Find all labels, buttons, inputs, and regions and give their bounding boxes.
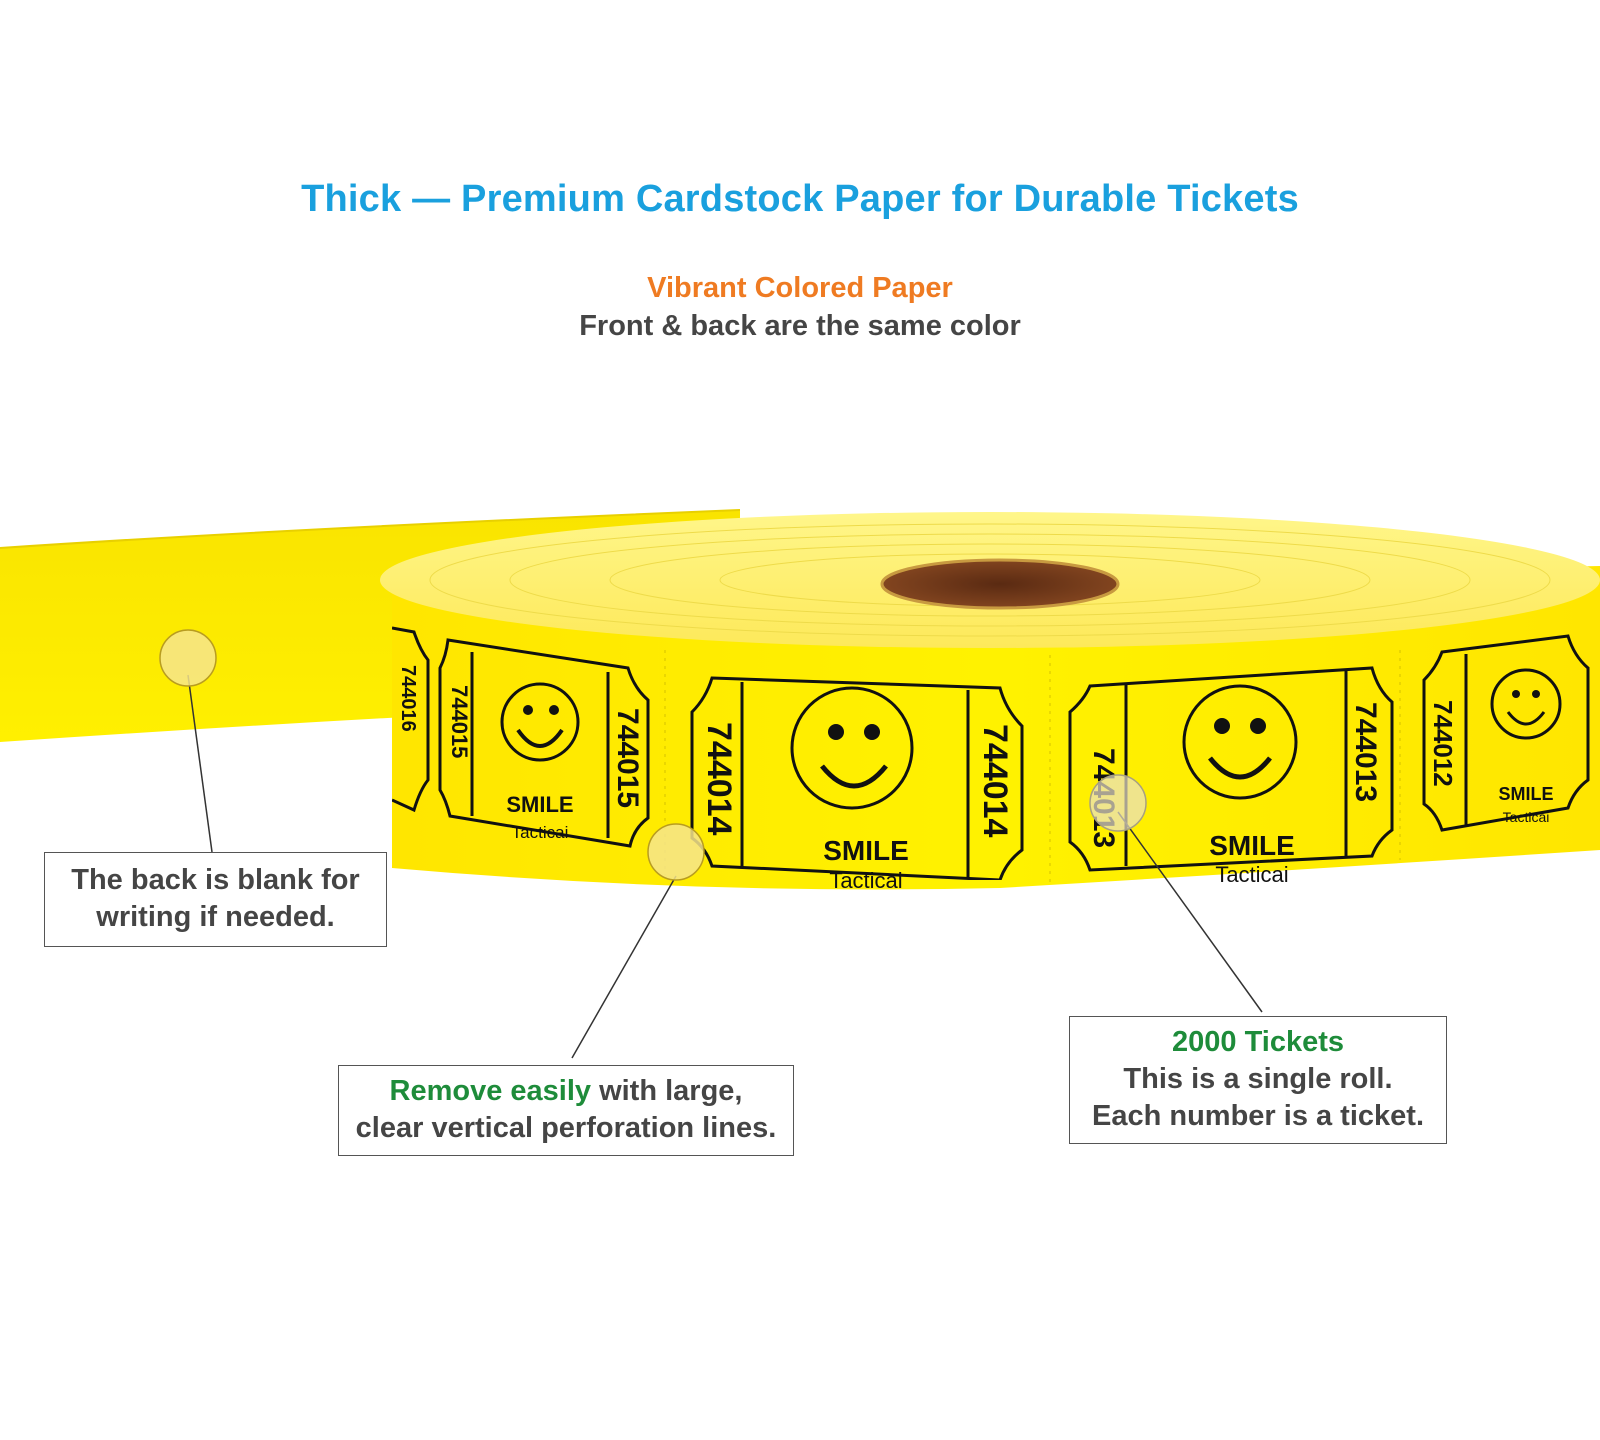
callout-highlight: 2000 Tickets <box>1172 1026 1344 1058</box>
roll-side <box>392 566 1600 890</box>
leader-line <box>571 875 677 1059</box>
callout-line: clear vertical perforation lines. <box>355 1112 777 1144</box>
subtitle-highlight: Vibrant Colored Paper <box>647 272 953 304</box>
callout-back-blank: The back is blank for writing if needed. <box>44 852 387 947</box>
page-title: Thick — Premium Cardstock Paper for Dura… <box>301 178 1299 220</box>
ticket-outline <box>1422 634 1590 832</box>
ticket-outline <box>1068 666 1394 872</box>
ticket-number: 744014 <box>700 722 738 836</box>
smile-label: SMILE <box>1209 830 1295 861</box>
marker-dot <box>1089 774 1147 832</box>
ticket-number: 744014 <box>976 724 1014 838</box>
brand-label: Tacticai <box>512 823 569 842</box>
callout-line: Each number is a ticket. <box>1091 1100 1424 1132</box>
callout-line: with large, <box>591 1075 743 1107</box>
callout-tickets: 2000 Tickets This is a single roll. Each… <box>1069 1016 1447 1144</box>
ticket-outline <box>392 626 430 813</box>
ticket-number: 744012 <box>1428 700 1458 787</box>
smile-face <box>500 682 580 762</box>
brand-label: Tacticai <box>829 868 902 893</box>
ticket-outline <box>438 638 650 848</box>
smile-face <box>1490 668 1562 740</box>
marker-dot <box>647 823 705 881</box>
brand-label: Tacticai <box>1503 809 1550 825</box>
callout-line: This is a single roll. <box>1123 1063 1393 1095</box>
subtitle: Front & back are the same color <box>579 310 1021 342</box>
callout-line: writing if needed. <box>96 901 335 933</box>
ticket-number: 744015 <box>447 685 472 758</box>
marker-dot <box>159 629 217 687</box>
leader-line <box>1117 811 1263 1013</box>
smile-face <box>1182 684 1298 800</box>
ticket-number: 744015 <box>611 708 644 808</box>
smile-features <box>516 690 1546 789</box>
smile-label: SMILE <box>506 792 573 817</box>
callout-highlight: Remove easily <box>389 1075 592 1107</box>
callout-perforation: Remove easily with large, clear vertical… <box>338 1065 794 1156</box>
brand-label: Tacticai <box>1215 862 1288 887</box>
smile-label: SMILE <box>823 835 909 866</box>
ticket-outline <box>690 676 1024 880</box>
roll-core <box>882 560 1118 608</box>
smile-face <box>790 686 914 810</box>
callout-line: The back is blank for <box>71 864 360 896</box>
leader-line <box>187 674 213 853</box>
smile-label: SMILE <box>1498 784 1553 804</box>
ticket-number: 744013 <box>1349 702 1382 802</box>
ticket-number: 744016 <box>397 665 419 732</box>
